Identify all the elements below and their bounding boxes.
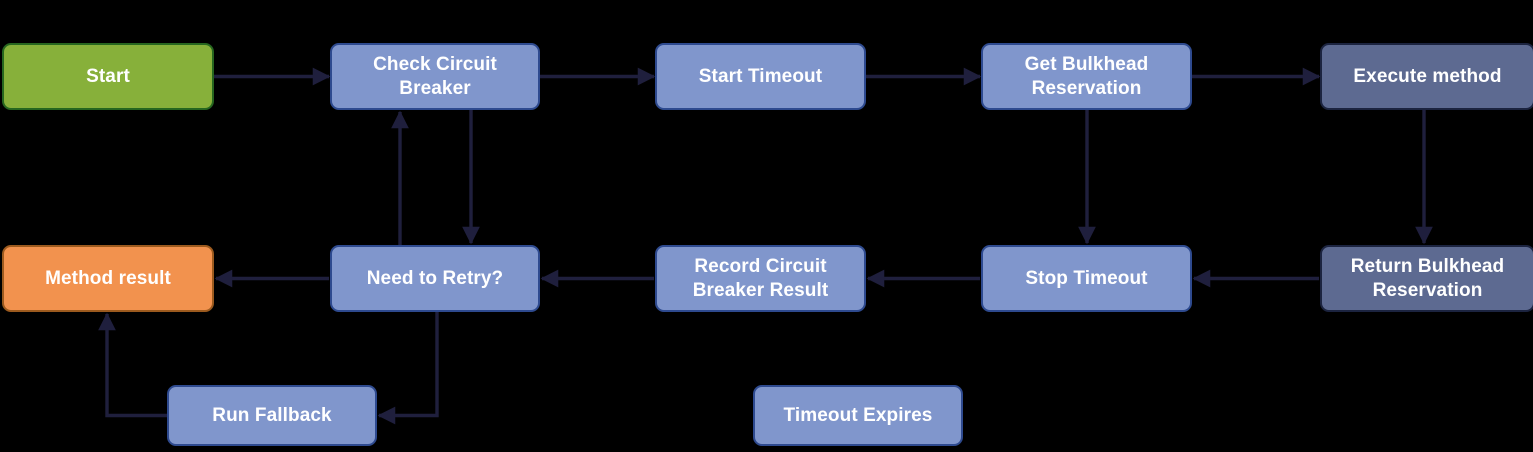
node-return-bulkhead-reservation[interactable]: Return Bulkhead Reservation xyxy=(1320,245,1533,312)
node-run-fallback[interactable]: Run Fallback xyxy=(167,385,377,446)
node-label-timeout-expires: Timeout Expires xyxy=(783,404,933,426)
node-label-return-bulkhead-reservation: Return Bulkhead Reservation xyxy=(1350,256,1505,301)
node-check-circuit-breaker[interactable]: Check Circuit Breaker xyxy=(330,43,540,110)
edge-need-to-retry-to-run-fallback xyxy=(377,312,439,425)
node-get-bulkhead-reservation[interactable]: Get Bulkhead Reservation xyxy=(981,43,1192,110)
node-label-run-fallback: Run Fallback xyxy=(212,404,332,426)
node-label-stop-timeout: Stop Timeout xyxy=(1025,267,1148,289)
node-method-result[interactable]: Method result xyxy=(2,245,214,312)
node-label-get-bulkhead-reservation: Get Bulkhead Reservation xyxy=(1024,54,1149,99)
node-start-timeout[interactable]: Start Timeout xyxy=(655,43,866,110)
node-label-start-timeout: Start Timeout xyxy=(698,65,823,87)
node-label-execute-method: Execute method xyxy=(1353,65,1502,87)
node-execute-method[interactable]: Execute method xyxy=(1320,43,1533,110)
node-label-start: Start xyxy=(86,65,130,87)
node-label-record-circuit-breaker-result: Record Circuit Breaker Result xyxy=(692,256,829,301)
node-label-need-to-retry: Need to Retry? xyxy=(366,267,504,289)
node-start[interactable]: Start xyxy=(2,43,214,110)
node-timeout-expires[interactable]: Timeout Expires xyxy=(753,385,963,446)
edge-run-fallback-to-method-result xyxy=(98,312,167,418)
node-record-circuit-breaker-result[interactable]: Record Circuit Breaker Result xyxy=(655,245,866,312)
node-label-check-circuit-breaker: Check Circuit Breaker xyxy=(373,54,497,99)
node-need-to-retry[interactable]: Need to Retry? xyxy=(330,245,540,312)
node-stop-timeout[interactable]: Stop Timeout xyxy=(981,245,1192,312)
node-label-method-result: Method result xyxy=(45,267,171,289)
